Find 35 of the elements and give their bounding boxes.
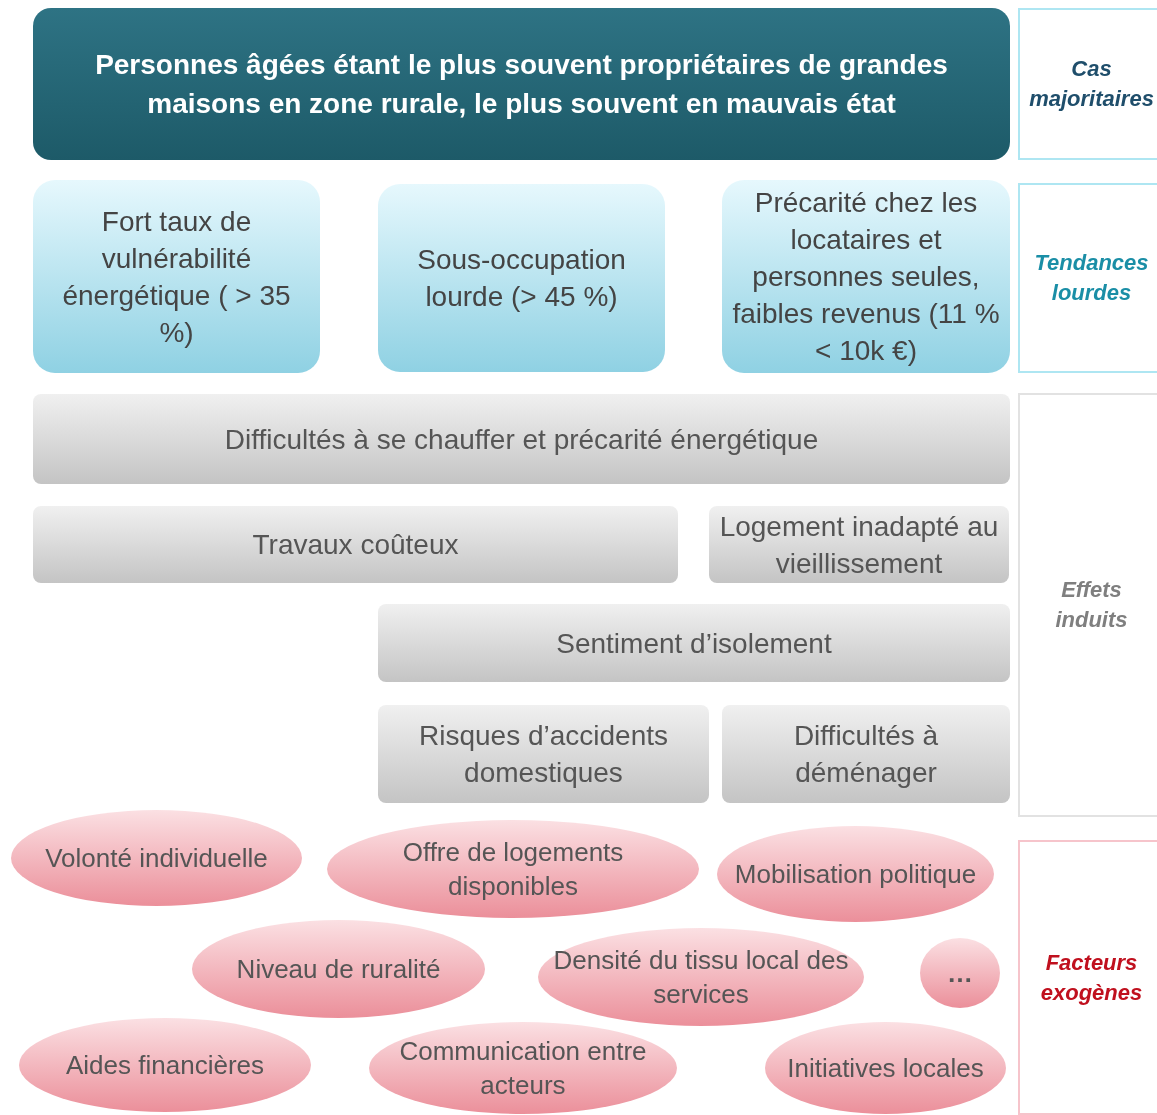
node-text: … xyxy=(947,957,973,990)
category-label: Facteurs exogènes xyxy=(1039,948,1144,1007)
effect-box xyxy=(378,604,1010,682)
effect-box xyxy=(33,506,678,583)
node-text: Personnes âgées étant le plus souvent propriétaires de grandes maisons en zone rurale, le plus souvent en mauvais état xyxy=(94,48,949,121)
node-text: Communication entre acteurs xyxy=(398,1035,648,1102)
node-text: Initiatives locales xyxy=(787,1052,984,1085)
node-text: Difficultés à se chauffer et précarité énergétique xyxy=(224,422,819,457)
node-text: Sentiment d’isolement xyxy=(556,626,832,661)
node-text: Logement inadapté au vieillissement xyxy=(719,509,999,581)
category-label: Cas majoritaires xyxy=(1029,55,1154,113)
node-text: Aides financières xyxy=(66,1049,264,1082)
category-band xyxy=(1018,8,1157,160)
node-text: Niveau de ruralité xyxy=(236,953,441,986)
node-text: Précarité chez les locataires et personnes seules, faibles revenus (11 % < 10k €) xyxy=(732,186,1000,368)
node-text: Sous-occupation lourde (> 45 %) xyxy=(416,243,627,314)
node-text: Mobilisation politique xyxy=(734,858,977,891)
node-text: Offre de logements disponibles xyxy=(401,836,625,903)
trend-box xyxy=(378,184,665,372)
category-label: Effets induits xyxy=(1054,576,1129,634)
category-band xyxy=(1018,183,1157,373)
node-text: Difficultés à déménager xyxy=(792,719,940,790)
node-text: Densité du tissu local des services xyxy=(552,944,850,1011)
node-text: Travaux coûteux xyxy=(252,528,459,562)
heading-box xyxy=(33,8,1010,160)
effect-box xyxy=(33,394,1010,484)
node-text: Risques d’accidents domestiques xyxy=(418,719,669,790)
effect-box xyxy=(378,705,709,803)
trend-box xyxy=(33,180,320,373)
category-band xyxy=(1018,840,1157,1115)
category-label: Tendances lourdes xyxy=(1033,249,1150,307)
node-text: Fort taux de vulnérabilité énergétique ( > 35 %) xyxy=(61,204,292,350)
node-text: Volonté individuelle xyxy=(45,842,268,875)
effect-box xyxy=(722,705,1010,803)
category-band xyxy=(1018,393,1157,817)
